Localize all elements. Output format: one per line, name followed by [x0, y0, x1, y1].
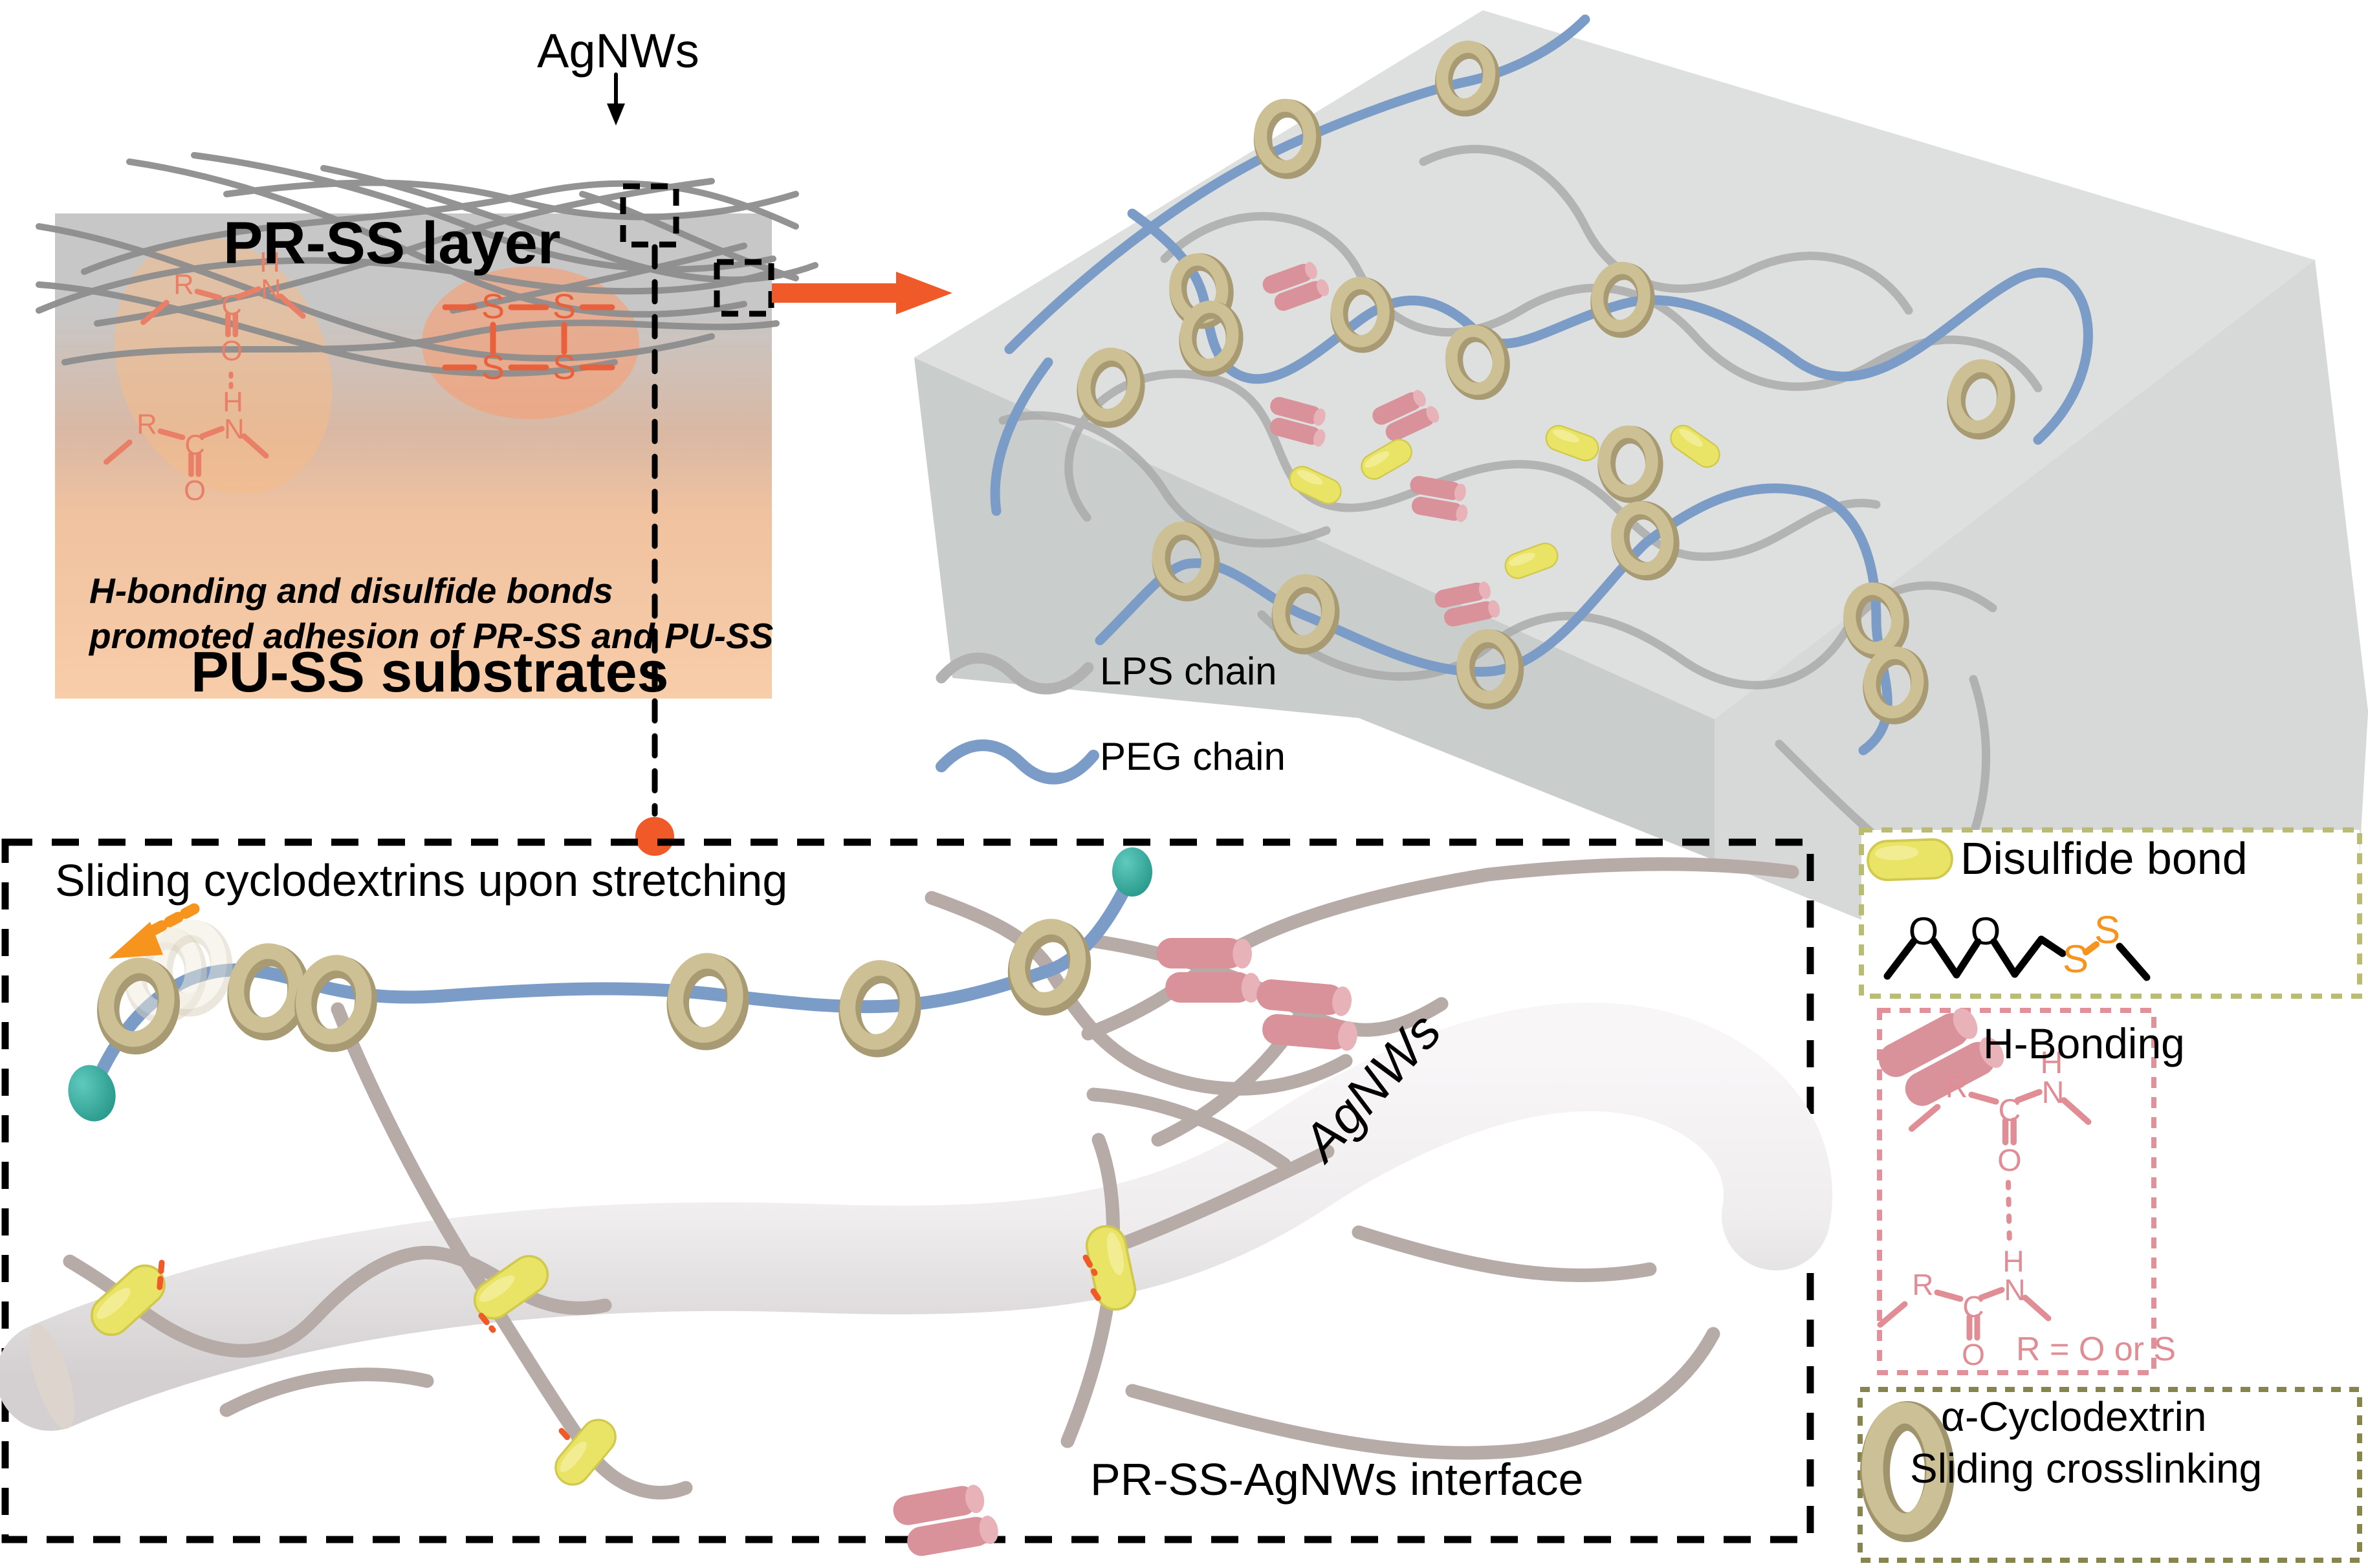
- pu-ss-substrates-label: PU-SS substrates: [191, 640, 669, 704]
- panel-hbond-structure: [106, 246, 303, 506]
- lps-chain-label: LPS chain: [1100, 649, 1277, 693]
- atom-S: S: [2063, 937, 2088, 981]
- sliding-direction-arrow: [109, 903, 200, 959]
- chain-end-bead: [68, 1065, 116, 1122]
- cyclodextrin-legend-line2: Sliding crosslinking: [1910, 1445, 2263, 1492]
- cyclodextrin-ring: [230, 946, 305, 1034]
- hbond-r-note: R = O or S: [2016, 1331, 2176, 1368]
- hbond-pair: [891, 1481, 1001, 1560]
- agnw-tube-endcap: [29, 1324, 74, 1429]
- cyclodextrin-legend-line1: α-Cyclodextrin: [1941, 1393, 2207, 1440]
- slab-right-face: [1715, 260, 2368, 983]
- interface-illustration: [0, 838, 1832, 1560]
- adhesion-caption-line1: H-bonding and disulfide bonds: [89, 571, 613, 611]
- disulfide-legend-title: Disulfide bond: [1960, 833, 2248, 884]
- disulfide-capsule-icon: [1866, 837, 1954, 882]
- cyclodextrin-torus-icon: [1860, 1401, 1955, 1542]
- lps-chain-swatch: [936, 652, 1094, 695]
- cyclodextrin-ring: [296, 957, 374, 1047]
- pr-ss-layer-label: PR-SS layer: [223, 210, 561, 276]
- network-slab: [914, 10, 2368, 983]
- interface-caption: PR-SS-AgNWs interface: [1090, 1454, 1584, 1505]
- sliding-title: Sliding cyclodextrins upon stretching: [55, 855, 788, 906]
- callout-marks: [620, 183, 774, 817]
- hbond-legend-title: H-Bonding: [1983, 1019, 2185, 1067]
- atom-O: O: [1971, 909, 2001, 953]
- agnws-pointer-arrow: [607, 72, 625, 125]
- cyclodextrin-legend-box: [1858, 1387, 2362, 1563]
- atom-S: S: [553, 287, 576, 326]
- legend-boxes: O O S S: [1858, 827, 2362, 1563]
- cyclodextrin-ring: [670, 957, 743, 1043]
- peg-chain-swatch: [936, 739, 1099, 785]
- agnw-wire-mesh: [36, 152, 818, 377]
- bond-tick-marks: [156, 1254, 1104, 1446]
- atom-S: S: [553, 348, 576, 387]
- adhesion-caption-line2: promoted adhesion of PR-SS and PU-SS: [89, 616, 774, 656]
- panel-disulfide-structure: S S S S: [442, 287, 615, 387]
- chain-end-bead: [1112, 847, 1152, 897]
- peg-chain-label: PEG chain: [1100, 735, 1286, 778]
- atom-S: S: [481, 348, 505, 387]
- zoom-arrow: [772, 272, 952, 314]
- disulfide-chem-structure: O O S S: [1883, 908, 2151, 981]
- atom-O: O: [1909, 909, 1939, 953]
- callout-dot: [635, 817, 674, 856]
- agnws-label: AgNWs: [537, 24, 699, 78]
- atom-S: S: [2094, 908, 2120, 952]
- slab-top-face: [914, 10, 2315, 719]
- legend-hbond-structure: [1880, 1045, 2088, 1371]
- atom-S: S: [481, 287, 505, 326]
